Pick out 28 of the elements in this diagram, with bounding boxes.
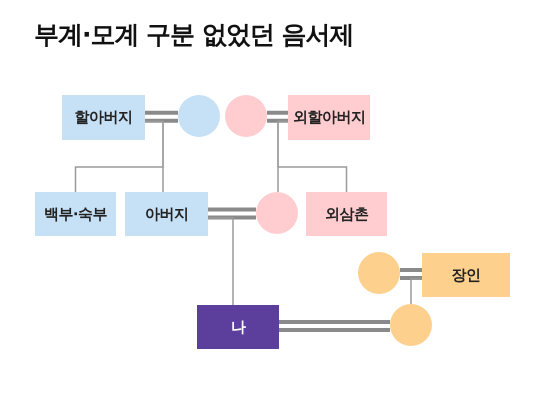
person-box <box>35 192 116 236</box>
marriage-line <box>277 320 392 332</box>
title: 부계·모계 구분 없었던 음서제 <box>34 19 354 51</box>
person-circle <box>178 95 220 137</box>
person-box <box>288 95 370 140</box>
person-circle <box>358 252 400 294</box>
person-label: 나 <box>230 318 246 336</box>
descent-line <box>277 120 348 192</box>
person-box <box>197 305 279 349</box>
person-circle <box>256 192 298 234</box>
person-label: 장인 <box>452 266 480 284</box>
person-box <box>422 253 510 297</box>
descent-line <box>208 217 234 305</box>
marriage-line <box>398 268 424 280</box>
person-label: 백부·숙부 <box>44 204 108 224</box>
person-circle <box>225 95 267 137</box>
descent-line <box>410 278 422 304</box>
person-circle <box>390 304 432 346</box>
person-label: 아버지 <box>144 204 188 224</box>
marriage-line <box>265 110 290 123</box>
marriage-line <box>206 208 258 220</box>
person-box <box>306 192 387 236</box>
person-box <box>125 192 208 236</box>
person-label: 외할아버지 <box>292 108 366 127</box>
marriage-line <box>143 110 180 123</box>
person-label: 할아버지 <box>74 108 132 127</box>
person-label: 외삼촌 <box>324 204 368 224</box>
person-box <box>62 95 145 140</box>
